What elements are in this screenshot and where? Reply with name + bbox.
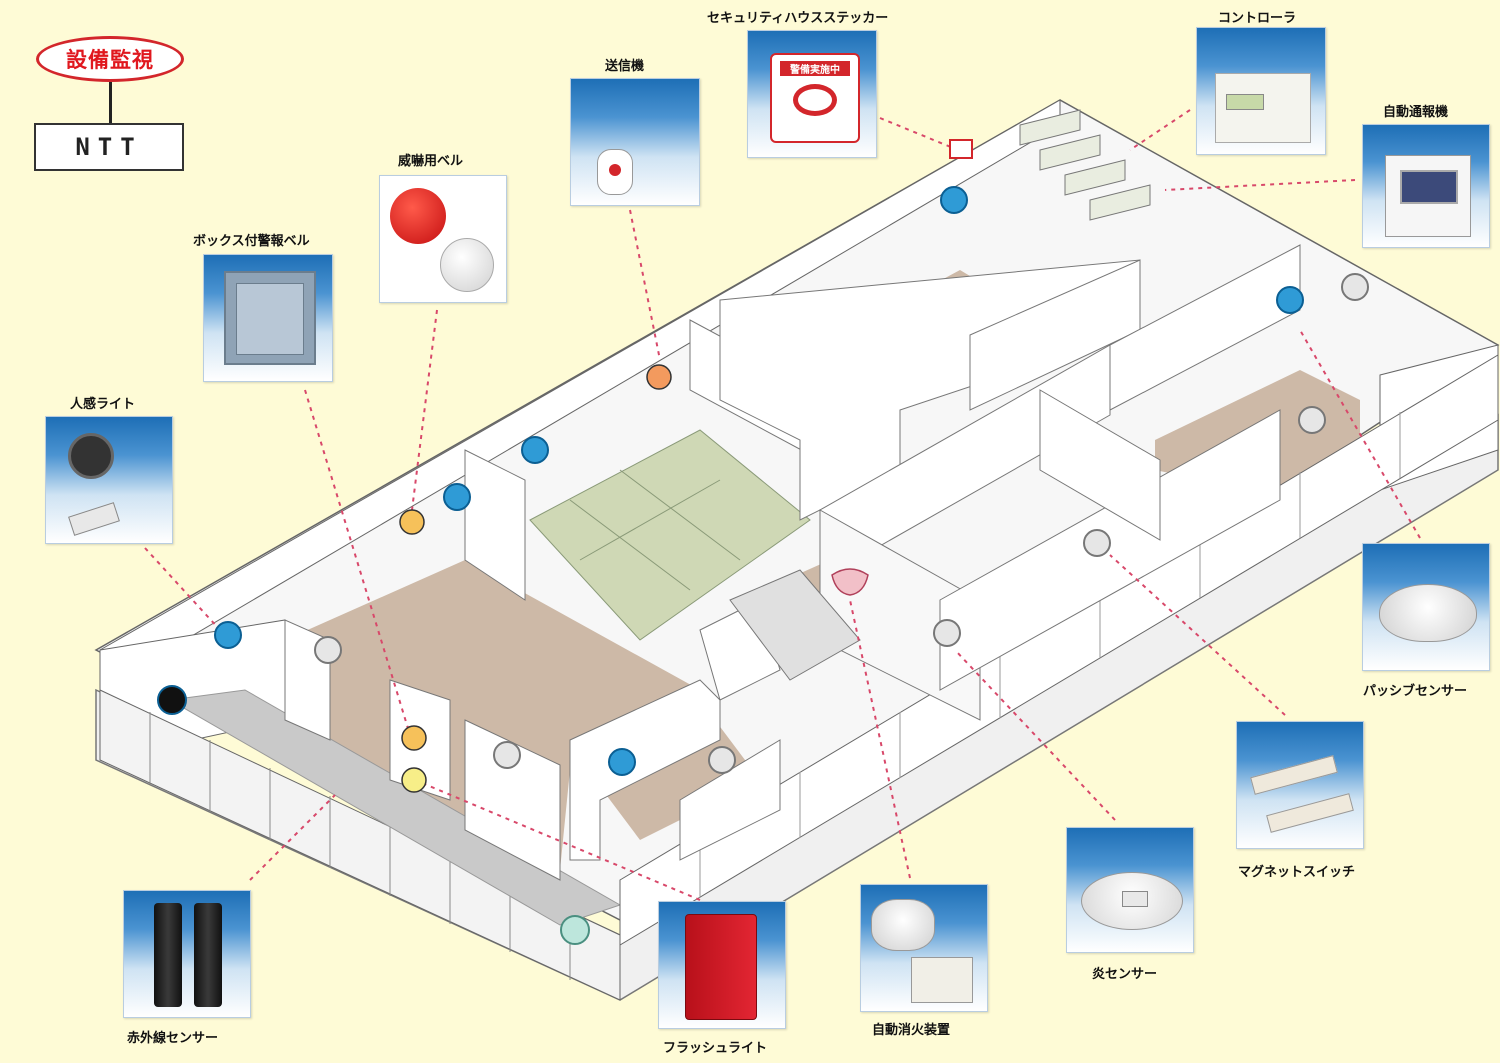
red-bell-icon bbox=[390, 188, 446, 244]
interior-wall bbox=[1109, 244, 1301, 411]
transmitter-image bbox=[597, 149, 633, 195]
device-card-motion-light bbox=[45, 416, 173, 544]
button-icon bbox=[609, 164, 621, 176]
device-label-security-sticker: セキュリティハウスステッカー bbox=[707, 11, 889, 26]
device-label-transmitter: 送信機 bbox=[605, 59, 645, 74]
auto-dialer-image bbox=[1385, 155, 1471, 237]
provider-label: NTT bbox=[75, 133, 143, 161]
magnet-markers bbox=[314, 273, 1369, 774]
device-card-magnet-switch bbox=[1236, 721, 1364, 849]
interior-wall bbox=[464, 719, 561, 881]
device-card-fire-sensor bbox=[1066, 827, 1194, 953]
device-card-security-sticker: 警備実施中 bbox=[747, 30, 877, 158]
motion-detector-icon bbox=[68, 502, 120, 536]
monitoring-connector bbox=[109, 82, 112, 124]
sensor-icon bbox=[214, 621, 242, 649]
living-room-floor bbox=[285, 560, 700, 870]
box-bell-image bbox=[224, 271, 316, 365]
bell-marker-icon bbox=[646, 364, 672, 390]
magnet-icon bbox=[1341, 273, 1369, 301]
device-label-alarm-bell: 威嚇用ベル bbox=[398, 154, 464, 169]
tatami-line bbox=[619, 469, 741, 561]
device-card-controller bbox=[1196, 27, 1326, 155]
device-label-passive-sensor: パッシブセンサー bbox=[1363, 684, 1468, 699]
device-label-flash-light: フラッシュライト bbox=[663, 1041, 768, 1056]
tatami-line bbox=[579, 479, 721, 561]
staircase bbox=[1019, 109, 1151, 221]
device-card-infrared-sensor bbox=[123, 890, 251, 1018]
bell-marker-icon bbox=[399, 509, 425, 535]
device-card-transmitter bbox=[570, 78, 700, 206]
smoke-detector-icon bbox=[1081, 872, 1183, 930]
interior-wall bbox=[1039, 389, 1161, 541]
magnet-bar-icon bbox=[1266, 793, 1354, 833]
tatami-line bbox=[569, 499, 691, 591]
leader-lines bbox=[144, 109, 1421, 901]
interior-wall bbox=[464, 449, 526, 601]
monitoring-badge: 設備監視 bbox=[36, 36, 184, 82]
device-label-fire-extinguisher: 自動消火装置 bbox=[872, 1023, 951, 1038]
device-label-fire-sensor: 炎センサー bbox=[1092, 967, 1158, 982]
bell-marker-icon bbox=[401, 767, 427, 793]
device-label-auto-dialer: 自動通報機 bbox=[1383, 105, 1449, 120]
sensor-icon bbox=[940, 186, 968, 214]
extinguisher-head-icon bbox=[871, 899, 935, 951]
sensor-icon bbox=[608, 748, 636, 776]
infrared-post-icon bbox=[154, 903, 182, 1007]
extinguisher-marker-icon bbox=[831, 568, 869, 596]
device-label-box-bell: ボックス付警報ベル bbox=[193, 234, 310, 249]
interior-wall bbox=[679, 739, 781, 861]
white-bell-icon bbox=[440, 238, 494, 292]
device-card-fire-extinguisher bbox=[860, 884, 988, 1012]
magnet-icon bbox=[1083, 529, 1111, 557]
infrared-post-icon bbox=[194, 903, 222, 1007]
flash-light-image bbox=[685, 914, 757, 1020]
magnet-icon bbox=[1298, 406, 1326, 434]
device-card-alarm-bell bbox=[379, 175, 507, 303]
infrared-marker-icon bbox=[157, 685, 187, 715]
sticker-text: 警備実施中 bbox=[780, 61, 850, 76]
device-label-controller: コントローラ bbox=[1218, 11, 1297, 26]
sticker-image: 警備実施中 bbox=[770, 53, 860, 143]
magnet-icon bbox=[493, 741, 521, 769]
door-icon bbox=[236, 283, 304, 355]
eye-icon bbox=[793, 84, 837, 116]
extinguisher-panel-icon bbox=[911, 957, 973, 1003]
screen-icon bbox=[1400, 170, 1458, 204]
device-label-motion-light: 人感ライト bbox=[70, 397, 136, 412]
magnet-icon bbox=[933, 619, 961, 647]
kitchen-counter bbox=[729, 569, 861, 681]
device-label-infrared-sensor: 赤外線センサー bbox=[127, 1031, 219, 1046]
magnet-bar-icon bbox=[1250, 755, 1338, 795]
device-label-magnet-switch: マグネットスイッチ bbox=[1238, 865, 1356, 880]
southeast-wall-panels bbox=[699, 412, 1401, 898]
device-card-passive-sensor bbox=[1362, 543, 1490, 671]
interior-wall bbox=[569, 679, 721, 861]
device-card-box-bell bbox=[203, 254, 333, 382]
sticker-marker-icon bbox=[949, 139, 973, 159]
magnet-icon bbox=[708, 746, 736, 774]
bell-marker-icon bbox=[401, 725, 427, 751]
lamp-icon bbox=[68, 433, 114, 479]
sensor-markers bbox=[214, 186, 1304, 776]
provider-box: NTT bbox=[34, 123, 184, 171]
sensor-icon bbox=[1276, 286, 1304, 314]
device-card-auto-dialer bbox=[1362, 124, 1490, 248]
magnet-icon bbox=[314, 636, 342, 664]
sensor-icon bbox=[443, 483, 471, 511]
display-icon bbox=[1226, 94, 1264, 110]
dome-sensor-icon bbox=[1379, 584, 1477, 642]
controller-image bbox=[1215, 73, 1311, 143]
interior-wall bbox=[939, 409, 1281, 691]
monitoring-label: 設備監視 bbox=[66, 48, 154, 72]
sensor-icon bbox=[521, 436, 549, 464]
indicator-icon bbox=[1122, 891, 1148, 907]
tatami-room-floor bbox=[529, 429, 811, 641]
infrared-marker-icon bbox=[560, 915, 590, 945]
device-card-flash-light bbox=[658, 901, 786, 1029]
